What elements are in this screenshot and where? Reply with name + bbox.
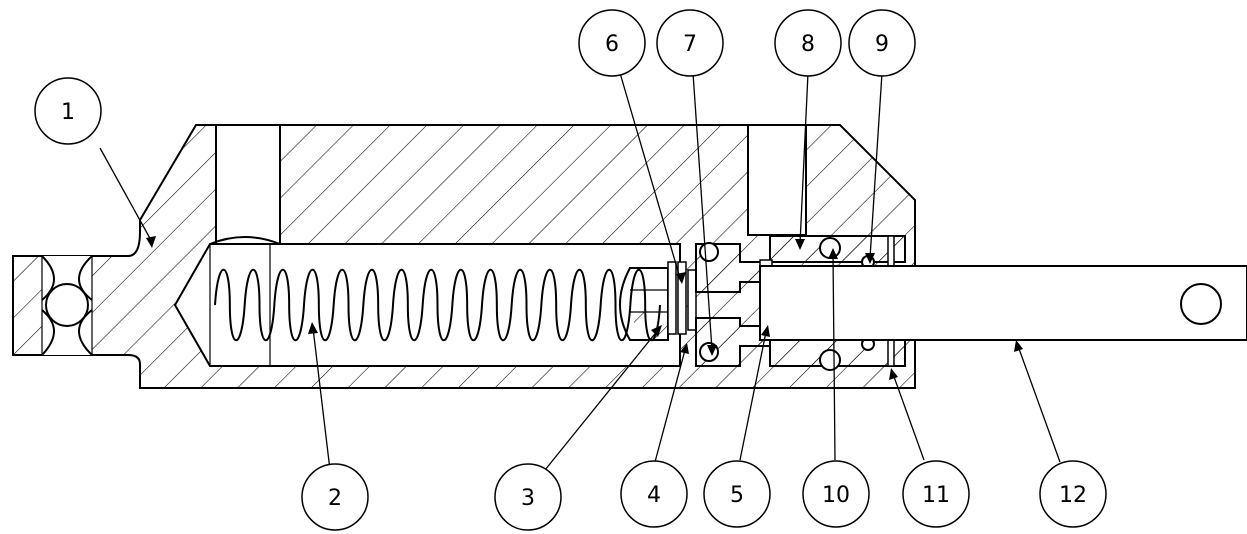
spring [214, 269, 661, 341]
callout-10: 10 [802, 460, 870, 528]
callout-label: 3 [521, 486, 535, 511]
callout-label: 1 [61, 100, 75, 125]
callout-label: 11 [922, 483, 950, 508]
callout-label: 12 [1059, 483, 1087, 508]
callout-label: 7 [683, 32, 697, 57]
callout-5: 5 [703, 460, 771, 528]
callout-7: 7 [656, 9, 724, 77]
main-bore [173, 236, 681, 367]
washer-stack [667, 261, 697, 335]
right-port [747, 124, 807, 236]
callout-3: 3 [494, 463, 562, 531]
callout-9: 9 [848, 9, 916, 77]
callout-11: 11 [902, 460, 970, 528]
piston-rod [759, 265, 1247, 341]
callout-label: 10 [822, 483, 850, 508]
callout-4: 4 [620, 460, 688, 528]
callout-6: 6 [578, 9, 646, 77]
callout-label: 2 [328, 486, 342, 511]
valve-seat [695, 242, 771, 367]
leader-lines [99, 72, 1061, 471]
left-port [215, 124, 281, 246]
callout-2: 2 [301, 463, 369, 531]
callout-label: 6 [605, 32, 619, 57]
callout-label: 5 [730, 483, 744, 508]
left-eye-hole [41, 255, 93, 356]
callout-8: 8 [774, 9, 842, 77]
spring-guide [619, 267, 669, 341]
callout-label: 4 [647, 483, 661, 508]
callout-1: 1 [34, 77, 102, 145]
callout-label: 8 [801, 32, 815, 57]
callout-12: 12 [1039, 460, 1107, 528]
callout-label: 9 [875, 32, 889, 57]
